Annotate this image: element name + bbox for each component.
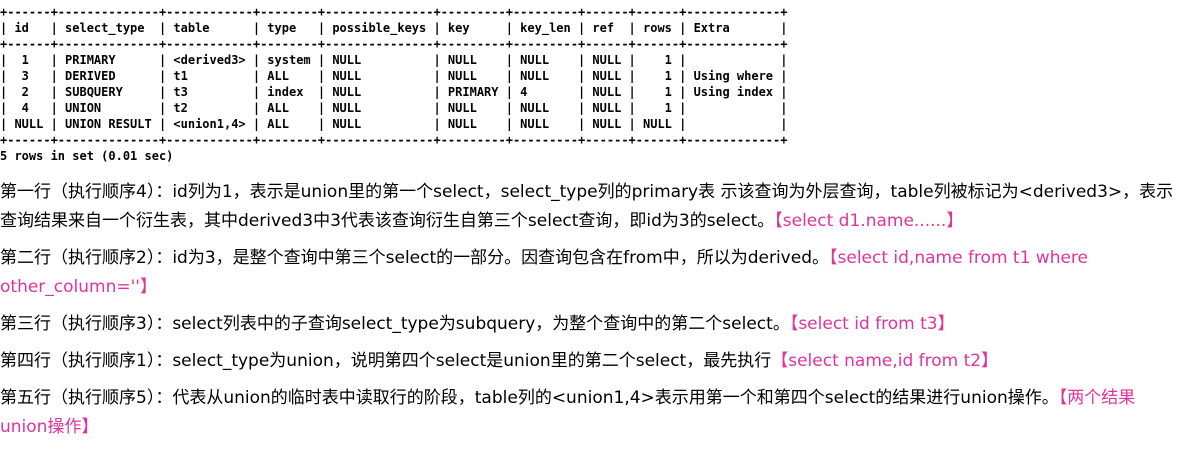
note-row-2: 第二行（执行顺序2）：id为3，是整个查询中第三个select的一部分。因查询包…	[0, 244, 1178, 302]
table-row: | 2 | SUBQUERY | t3 | index | NULL | PRI…	[0, 85, 788, 99]
table-row: | 3 | DERIVED | t1 | ALL | NULL | NULL |…	[0, 69, 788, 83]
table-row: | 1 | PRIMARY | <derived3> | system | NU…	[0, 53, 788, 67]
note-sql-highlight: 【两个结果union操作】	[0, 388, 1136, 437]
note-sql-highlight: 【select id from t3】	[789, 314, 955, 334]
mysql-result-output: +------+--------------+------------+----…	[0, 4, 900, 164]
note-sql-highlight: 【select d1.name......】	[774, 211, 964, 231]
note-row-5: 第五行（执行顺序5）：代表从union的临时表中读取行的阶段，table列的<u…	[0, 384, 1178, 442]
note-text: 第二行（执行顺序2）：id为3，是整个查询中第三个select的一部分。因查询包…	[0, 248, 829, 268]
note-row-3: 第三行（执行顺序3）：select列表中的子查询select_type为subq…	[0, 310, 1178, 339]
note-text: 第三行（执行顺序3）：select列表中的子查询select_type为subq…	[0, 314, 790, 334]
table-row: | NULL | UNION RESULT | <union1,4> | ALL…	[0, 117, 788, 131]
table-row: | 4 | UNION | t2 | ALL | NULL | NULL | N…	[0, 101, 788, 115]
explanation-notes: 第一行（执行顺序4）：id列为1，表示是union里的第一个select，sel…	[0, 178, 1178, 450]
table-border-bottom: +------+--------------+------------+----…	[0, 133, 788, 147]
table-border-top: +------+--------------+------------+----…	[0, 5, 788, 19]
rows-in-set-footer: 5 rows in set (0.01 sec)	[0, 149, 174, 163]
note-row-1: 第一行（执行顺序4）：id列为1，表示是union里的第一个select，sel…	[0, 178, 1178, 236]
table-border-header: +------+--------------+------------+----…	[0, 37, 788, 51]
note-row-4: 第四行（执行顺序1）：select_type为union，说明第四个select…	[0, 347, 1178, 376]
note-sql-highlight: 【select id,name from t1 where other_colu…	[0, 248, 1089, 297]
table-header-row: | id | select_type | table | type | poss…	[0, 21, 788, 35]
note-text: 第四行（执行顺序1）：select_type为union，说明第四个select…	[0, 351, 772, 371]
note-text: 第一行（执行顺序4）：id列为1，表示是union里的第一个select，sel…	[0, 182, 1174, 231]
note-text: 第五行（执行顺序5）：代表从union的临时表中读取行的阶段，table列的<u…	[0, 388, 1059, 408]
note-sql-highlight: 【select name,id from t2】	[771, 351, 999, 371]
